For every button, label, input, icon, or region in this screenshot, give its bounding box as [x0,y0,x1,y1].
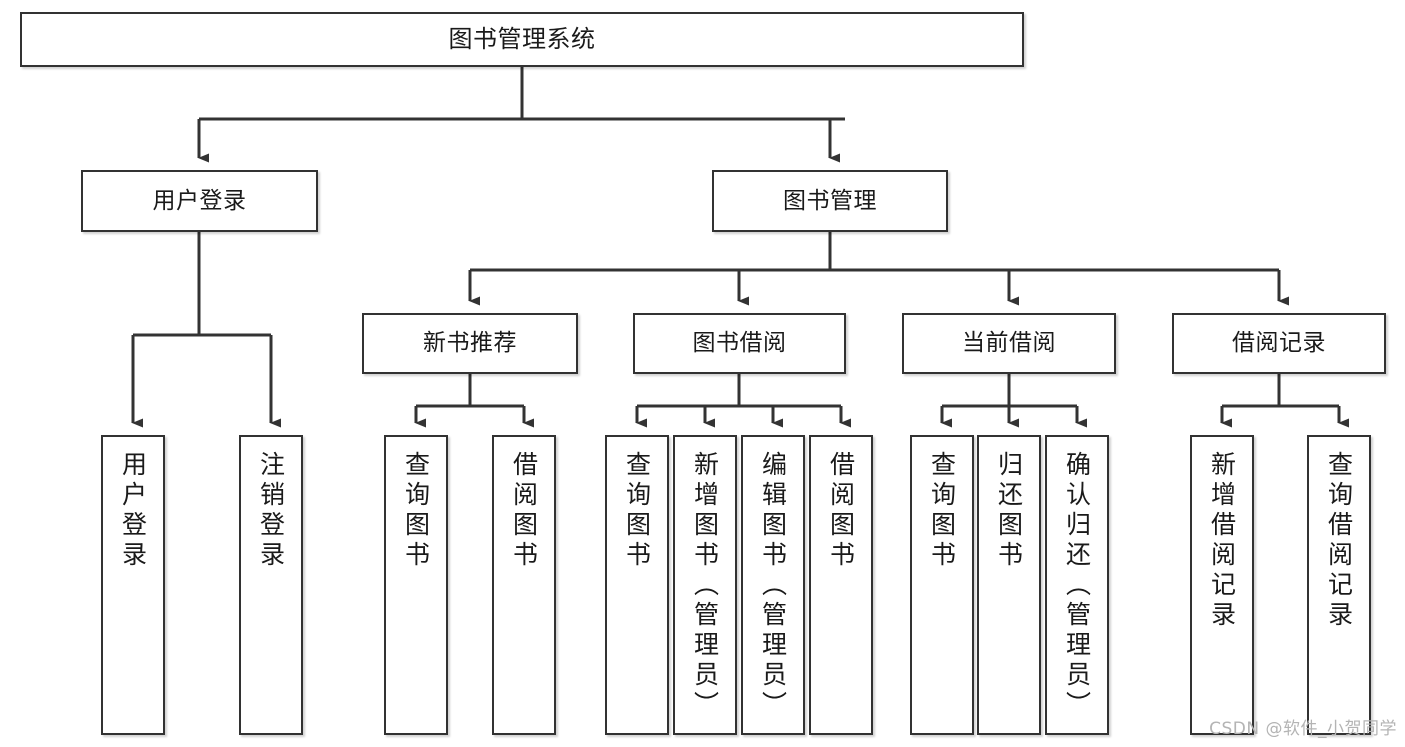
node-label: 编辑图书（管理员） [758,451,788,721]
node-label: 图书借阅 [692,330,787,357]
node-new-book-recommend[interactable]: 新书推荐 [362,313,578,374]
node-label: 查询借阅记录 [1324,451,1354,631]
node-label: 借阅图书 [509,451,539,571]
node-book-management[interactable]: 图书管理 [712,170,948,232]
node-label: 图书管理 [783,187,877,214]
node-root-book-management-system[interactable]: 图书管理系统 [20,12,1024,67]
leaf-node-query-borrow-record[interactable]: 查询借阅记录 [1307,435,1371,735]
node-label: 查询图书 [401,451,431,571]
node-borrow-record[interactable]: 借阅记录 [1172,313,1386,374]
leaf-node-query-book-borrow[interactable]: 查询图书 [605,435,669,735]
leaf-node-return-book[interactable]: 归还图书 [977,435,1041,735]
leaf-node-query-book-recommend[interactable]: 查询图书 [384,435,448,735]
node-label: 归还图书 [994,451,1024,571]
node-label: 图书管理系统 [448,24,596,53]
node-label: 用户登录 [152,187,247,214]
node-label: 确认归还（管理员） [1062,451,1092,721]
leaf-node-edit-book[interactable]: 编辑图书（管理员） [741,435,805,735]
leaf-node-query-book-current[interactable]: 查询图书 [910,435,974,735]
node-label: 查询图书 [927,451,957,571]
edge-userlogin-to-leaves [131,232,281,428]
edge-bookmgmt-to-level2 [468,232,1289,306]
edge-borrowrecord-to-leaves [1220,374,1349,428]
node-label: 借阅记录 [1232,330,1326,357]
node-label: 新书推荐 [423,330,517,357]
leaf-node-add-borrow-record[interactable]: 新增借阅记录 [1190,435,1254,735]
edge-currentborrow-to-leaves [940,374,1087,428]
csdn-watermark: CSDN @软件_小贺同学 [1209,719,1397,739]
node-user-login[interactable]: 用户登录 [81,170,318,232]
node-label: 用户登录 [118,451,148,571]
node-book-borrow[interactable]: 图书借阅 [633,313,846,374]
leaf-node-borrow-book-recommend[interactable]: 借阅图书 [492,435,556,735]
node-label: 借阅图书 [826,451,856,571]
leaf-node-borrow-book[interactable]: 借阅图书 [809,435,873,735]
edge-root-to-level1 [197,67,845,163]
node-label: 当前借阅 [962,330,1056,357]
leaf-node-confirm-return[interactable]: 确认归还（管理员） [1045,435,1109,735]
node-current-borrow[interactable]: 当前借阅 [902,313,1116,374]
node-label: 查询图书 [622,451,652,571]
leaf-node-add-book[interactable]: 新增图书（管理员） [673,435,737,735]
leaf-node-user-logout[interactable]: 注销登录 [239,435,303,735]
edge-bookborrow-to-leaves [635,374,851,428]
node-label: 注销登录 [256,451,286,571]
leaf-node-user-login[interactable]: 用户登录 [101,435,165,735]
node-label: 新增借阅记录 [1207,451,1237,631]
edge-newbook-to-leaves [414,374,534,428]
node-label: 新增图书（管理员） [690,451,720,721]
